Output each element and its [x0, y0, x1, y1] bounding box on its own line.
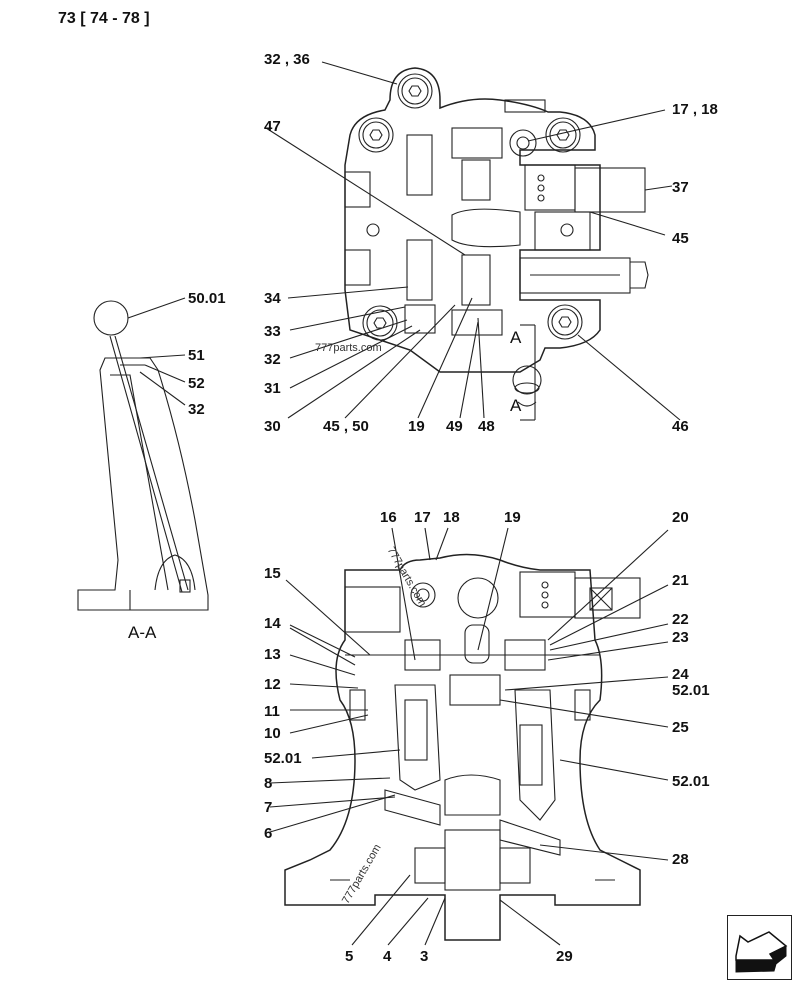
- part-label[interactable]: 22: [672, 611, 689, 628]
- part-label[interactable]: 32 , 36: [264, 51, 310, 68]
- bottom-view-leader-lines: [269, 527, 669, 946]
- section-title: A-A: [128, 623, 157, 642]
- part-label[interactable]: 18: [443, 509, 460, 526]
- part-label[interactable]: 5: [345, 948, 354, 965]
- part-label[interactable]: 30: [264, 418, 281, 435]
- top-view-valve-block: [344, 67, 649, 421]
- section-mark: A: [510, 328, 522, 347]
- part-label[interactable]: 7: [264, 799, 273, 816]
- part-label[interactable]: 15: [264, 565, 281, 582]
- part-label[interactable]: 28: [672, 851, 689, 868]
- part-label[interactable]: 24: [672, 666, 689, 683]
- part-label[interactable]: 48: [478, 418, 495, 435]
- part-label[interactable]: 37: [672, 179, 689, 196]
- section-aa-drawing: [77, 300, 209, 611]
- part-label[interactable]: 16: [380, 509, 397, 526]
- watermark: 777parts.com: [315, 342, 382, 354]
- part-label[interactable]: 31: [264, 380, 281, 397]
- part-label[interactable]: 3: [420, 948, 429, 965]
- part-label[interactable]: 46: [672, 418, 689, 435]
- part-label[interactable]: 4: [383, 948, 392, 965]
- part-label[interactable]: 19: [504, 509, 521, 526]
- part-label[interactable]: 11: [264, 703, 280, 720]
- part-label[interactable]: 17 , 18: [672, 101, 718, 118]
- part-label[interactable]: 20: [672, 509, 689, 526]
- section-aa-leader-lines: [127, 297, 186, 406]
- part-label[interactable]: 32: [188, 401, 205, 418]
- bottom-view-motor-section: [284, 553, 641, 941]
- part-label[interactable]: 52.01: [672, 682, 710, 699]
- part-label[interactable]: 47: [264, 118, 281, 135]
- part-label[interactable]: 32: [264, 351, 281, 368]
- page-reference: 73 [ 74 - 78 ]: [58, 10, 150, 27]
- part-label[interactable]: 13: [264, 646, 281, 663]
- part-label[interactable]: 10: [264, 725, 281, 742]
- part-label[interactable]: 50.01: [188, 290, 226, 307]
- part-label[interactable]: 34: [264, 290, 281, 307]
- part-label[interactable]: 52.01: [672, 773, 710, 790]
- part-label[interactable]: 45 , 50: [323, 418, 369, 435]
- part-label[interactable]: 25: [672, 719, 689, 736]
- part-label[interactable]: 12: [264, 676, 281, 693]
- part-label[interactable]: 23: [672, 629, 689, 646]
- section-mark: A: [510, 396, 522, 415]
- part-label[interactable]: 29: [556, 948, 573, 965]
- back-arrow-icon: [735, 931, 788, 973]
- back-button[interactable]: [727, 915, 792, 980]
- part-label[interactable]: 52.01: [264, 750, 302, 767]
- part-label[interactable]: 8: [264, 775, 273, 792]
- part-label[interactable]: 6: [264, 825, 273, 842]
- part-label[interactable]: 45: [672, 230, 689, 247]
- part-label[interactable]: 52: [188, 375, 205, 392]
- part-label[interactable]: 49: [446, 418, 463, 435]
- part-label[interactable]: 19: [408, 418, 425, 435]
- part-label[interactable]: 51: [188, 347, 205, 364]
- part-label[interactable]: 14: [264, 615, 281, 632]
- top-view-leader-lines: [265, 61, 681, 421]
- part-label[interactable]: 33: [264, 323, 281, 340]
- part-label[interactable]: 21: [672, 572, 689, 589]
- part-label[interactable]: 17: [414, 509, 431, 526]
